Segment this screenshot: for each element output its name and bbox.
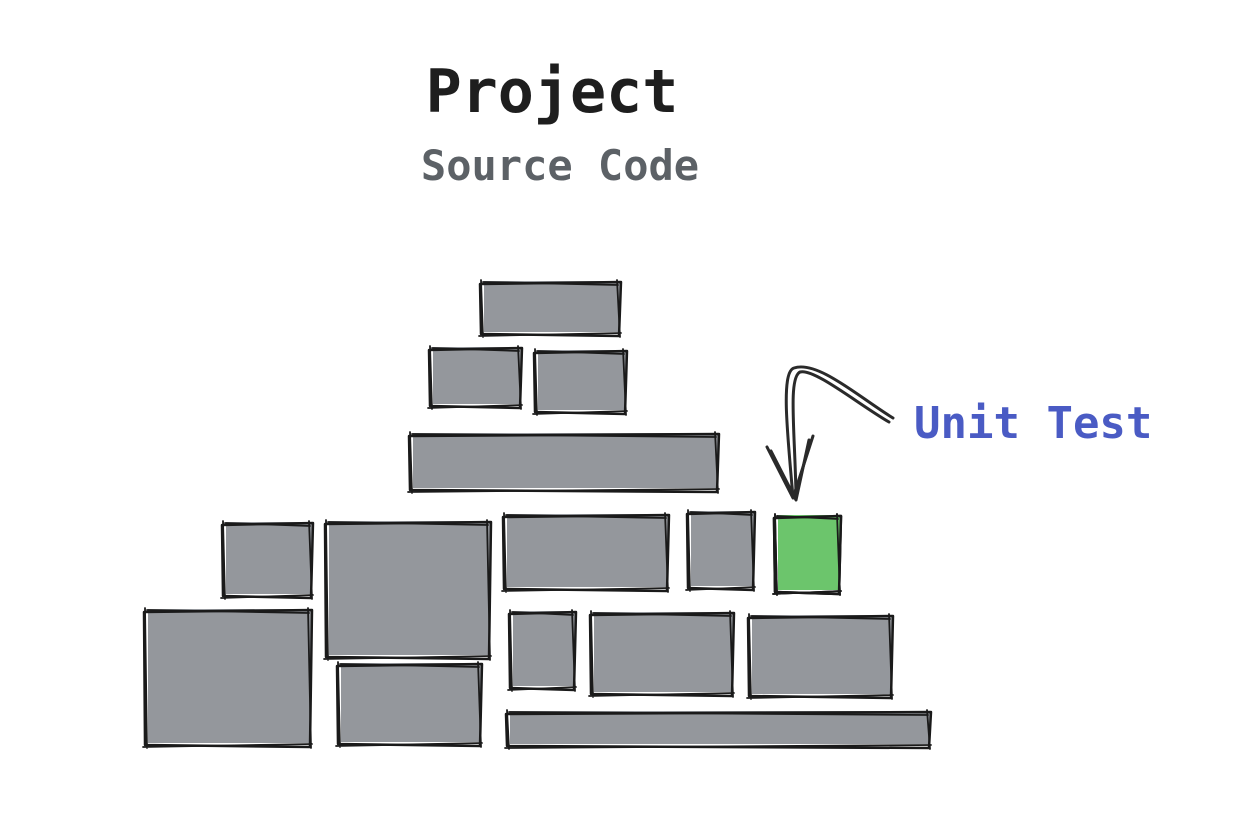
code-block — [504, 709, 933, 750]
code-block — [407, 431, 721, 494]
code-block — [478, 279, 623, 338]
unit-test-label: Unit Test — [914, 398, 1152, 449]
code-block — [588, 610, 736, 698]
code-block — [323, 519, 493, 661]
code-block — [501, 512, 671, 593]
diagram-subtitle: Source Code — [421, 141, 699, 190]
code-block — [220, 520, 315, 600]
code-blocks — [142, 279, 933, 750]
code-block — [507, 609, 578, 692]
unit-test-block — [772, 513, 843, 596]
diagram-title: Project — [426, 57, 679, 127]
code-block — [746, 613, 895, 700]
code-block — [335, 661, 484, 748]
arrow-icon — [765, 365, 895, 502]
code-block — [427, 345, 524, 410]
code-block — [685, 509, 757, 592]
code-block — [532, 348, 629, 416]
code-block — [142, 607, 314, 749]
